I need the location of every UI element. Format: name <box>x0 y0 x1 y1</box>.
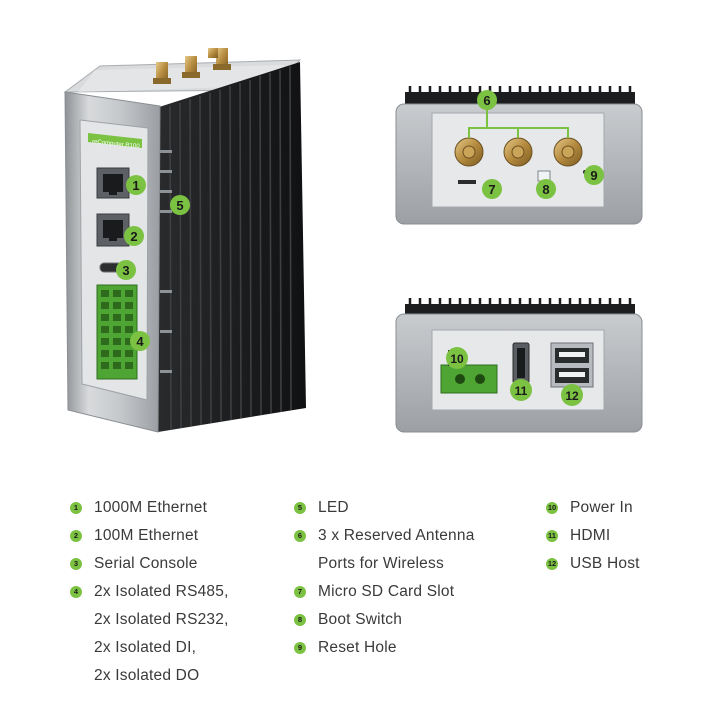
badge-1: 1 <box>126 175 146 195</box>
legend-label: HDMI <box>570 527 611 544</box>
device-bottom-view <box>395 298 643 433</box>
legend-label: Boot Switch <box>318 611 403 628</box>
number-dot: 3 <box>70 558 82 570</box>
legend-label: USB Host <box>570 555 640 572</box>
svg-text:8: 8 <box>542 182 549 197</box>
badge-5: 5 <box>170 195 190 215</box>
svg-text:10: 10 <box>450 352 464 366</box>
legend-label: 2x Isolated RS232, <box>94 611 229 628</box>
legend-label: 2x Isolated DI, <box>94 639 197 656</box>
legend-label: LED <box>318 499 349 516</box>
badge-6: 6 <box>477 90 497 110</box>
number-dot: 10 <box>546 502 558 514</box>
badge-7: 7 <box>482 179 502 199</box>
legend-label: Micro SD Card Slot <box>318 583 455 600</box>
svg-text:1: 1 <box>132 178 139 193</box>
badge-12: 12 <box>561 384 583 406</box>
svg-text:6: 6 <box>483 93 490 108</box>
legend-label: 2x Isolated DO <box>94 667 200 684</box>
svg-text:3: 3 <box>122 263 129 278</box>
device-top-view <box>395 86 643 225</box>
svg-text:4: 4 <box>136 334 144 349</box>
number-dot: 5 <box>294 502 306 514</box>
badge-9: 9 <box>584 165 604 185</box>
callout-badges: 1 2 3 4 5 6 7 8 9 10 11 12 <box>116 90 604 406</box>
legend-label: Reset Hole <box>318 639 397 656</box>
badge-8: 8 <box>536 179 556 199</box>
number-dot: 4 <box>70 586 82 598</box>
power-in-connector <box>440 350 498 394</box>
antenna-connectors <box>454 137 583 167</box>
number-dot: 12 <box>546 558 558 570</box>
legend-label: 100M Ethernet <box>94 527 199 544</box>
ethernet-port-2 <box>96 213 130 247</box>
top-antenna-connectors <box>153 48 231 84</box>
micro-sd-slot <box>458 180 476 184</box>
legend-label: 3 x Reserved Antenna <box>318 527 475 544</box>
number-dot: 8 <box>294 614 306 626</box>
heatsink-fins <box>169 65 292 431</box>
number-dot: 9 <box>294 642 306 654</box>
device-front-view: reComputer R100 <box>63 48 306 433</box>
badge-10: 10 <box>446 347 468 369</box>
svg-text:7: 7 <box>488 182 495 197</box>
svg-text:11: 11 <box>515 384 528 398</box>
badge-4: 4 <box>130 331 150 351</box>
number-dot: 1 <box>70 502 82 514</box>
legend-label: 1000M Ethernet <box>94 499 208 516</box>
svg-text:5: 5 <box>176 198 183 213</box>
legend-label: Power In <box>570 499 633 516</box>
number-dot: 7 <box>294 586 306 598</box>
ethernet-port-1 <box>96 167 130 199</box>
badge-11: 11 <box>510 379 532 401</box>
svg-text:12: 12 <box>565 389 579 403</box>
badge-3: 3 <box>116 260 136 280</box>
usb-host-ports <box>550 342 594 388</box>
svg-text:9: 9 <box>590 168 597 183</box>
product-illustration: reComputer R100 <box>63 48 643 433</box>
number-dot: 6 <box>294 530 306 542</box>
number-dot: 11 <box>546 530 558 542</box>
legend-label: 2x Isolated RS485, <box>94 583 229 600</box>
hdmi-port <box>512 342 530 384</box>
svg-text:2: 2 <box>130 229 137 244</box>
legend-label: Serial Console <box>94 555 198 572</box>
terminal-block <box>96 284 138 380</box>
front-label-text: reComputer R100 <box>92 139 141 150</box>
badge-2: 2 <box>124 226 144 246</box>
legend-label: Ports for Wireless <box>318 555 444 572</box>
number-dot: 2 <box>70 530 82 542</box>
